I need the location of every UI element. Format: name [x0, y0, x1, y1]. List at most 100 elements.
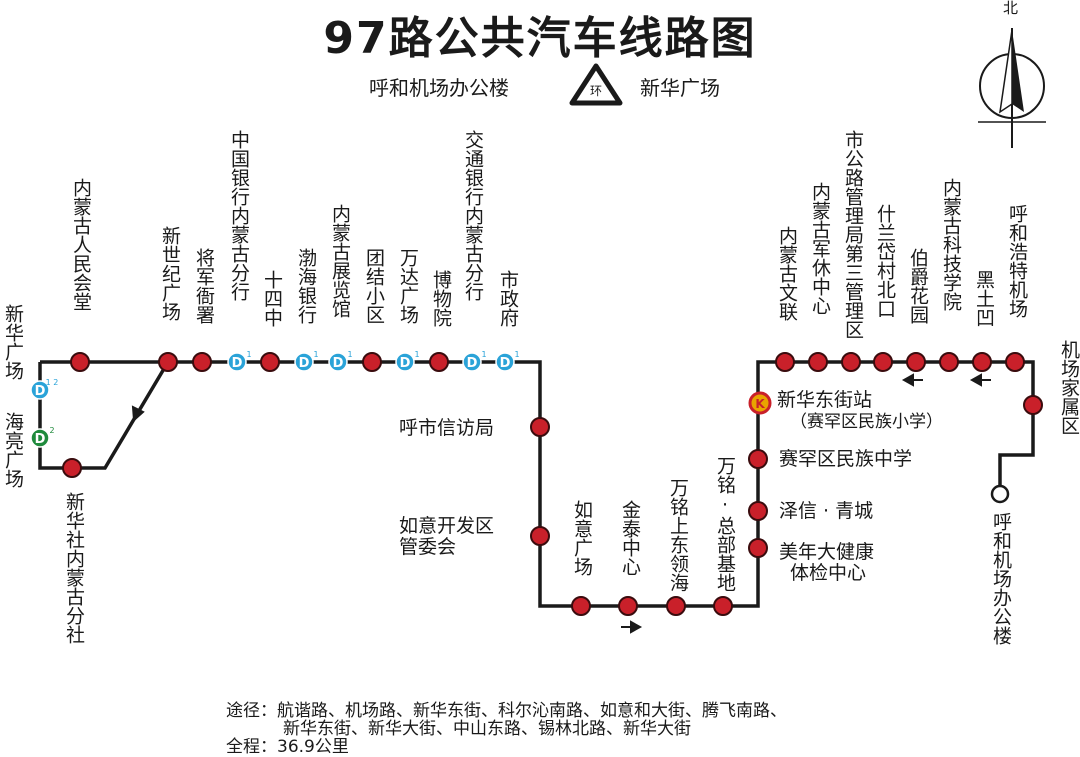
station-label: 团结小区 [363, 248, 385, 324]
station-label: 呼市信访局 [399, 417, 495, 439]
station-marker [62, 458, 82, 478]
metro-letter: D [232, 356, 243, 371]
metro-letter: D [467, 356, 478, 371]
station-marker [873, 352, 893, 372]
station-marker [530, 526, 550, 546]
station-label: 内蒙古科技学院 [940, 178, 962, 311]
metro-line-number: 2 [49, 426, 54, 435]
station-label: 什兰岱村北口 [874, 204, 896, 318]
station-marker [748, 538, 768, 558]
station-label: 万铭·总部基地 [714, 456, 736, 592]
kiosk-letter: K [755, 397, 765, 411]
station-label: 新华社内蒙古分社 [63, 492, 85, 644]
metro-line-number: 1 [481, 350, 486, 359]
station-label: 将军衙署 [193, 248, 215, 324]
station-label: 渤海银行 [295, 248, 317, 324]
route-via-line1: 航谐路、机场路、新华东街、科尔沁南路、如意和大街、腾飞南路、 [277, 701, 787, 721]
loop-icon: 环 [569, 63, 623, 106]
station-label: 机场家属区 [1058, 340, 1080, 435]
metro-transfer-icon: D1 [227, 350, 252, 372]
station-marker [775, 352, 795, 372]
station-label: 如意广场 [571, 500, 593, 576]
station-marker [939, 352, 959, 372]
route-via-label: 途径： [226, 701, 277, 721]
route-via: 途径：航谐路、机场路、新华东街、科尔沁南路、如意和大街、腾飞南路、 [226, 701, 787, 721]
station-label: 美年大健康 [779, 541, 875, 563]
metro-transfer-icon: D1 2 [30, 378, 59, 400]
station-label: 十四中 [261, 270, 283, 327]
station-marker [530, 417, 550, 437]
metro-letter: D [333, 356, 344, 371]
terminal-b-label: 新华广场 [640, 76, 720, 100]
metro-transfer-icon: D1 [395, 350, 420, 372]
station-label: 呼和浩特机场 [1006, 204, 1028, 318]
station-label: 内蒙古文联 [776, 226, 798, 321]
compass-north-label: 北 [1003, 0, 1019, 17]
loop-symbol: 环 [590, 84, 602, 98]
station-marker [158, 352, 178, 372]
station-label: 万铭上东领海 [667, 478, 689, 592]
station-label: 管委会 [399, 536, 457, 558]
terminal-marker [990, 484, 1010, 504]
route-line [40, 360, 1035, 608]
metro-letter: D [500, 356, 511, 371]
station-label: 市公路管理局第三管理区 [842, 130, 864, 339]
direction-arrow [969, 373, 991, 387]
metro-line-number: 1 [246, 350, 251, 359]
station-label: 泽信 · 青城 [779, 500, 874, 522]
station-marker [748, 449, 768, 469]
station-label: 伯爵花园 [907, 248, 929, 324]
station-label: 赛罕区民族中学 [779, 448, 913, 470]
metro-transfer-icon: D2 [30, 426, 55, 448]
station-label: 新华广场 [2, 304, 24, 380]
direction-arrow [621, 620, 643, 634]
map-title: 97路公共汽车线路图 [323, 13, 757, 64]
metro-line-number: 1 [414, 350, 419, 359]
metro-transfer-icon: D1 [462, 350, 487, 372]
station-marker [618, 596, 638, 616]
direction-arrow [901, 373, 923, 387]
station-label: 内蒙古展览馆 [329, 204, 351, 318]
route-length: 全程：36.9公里 [226, 737, 349, 757]
metro-line-number: 1 [347, 350, 352, 359]
metro-transfer-icon: D1 [328, 350, 353, 372]
station-label: 中国银行内蒙古分行 [228, 130, 250, 301]
station-marker [70, 352, 90, 372]
station-marker [906, 352, 926, 372]
station-label: （赛罕区民族小学） [790, 412, 943, 432]
station-marker [362, 352, 382, 372]
station-label: 呼和机场办公楼 [990, 512, 1012, 645]
metro-letter: D [35, 384, 46, 399]
station-marker [841, 352, 861, 372]
station-marker [713, 596, 733, 616]
station-label: 金泰中心 [619, 500, 641, 576]
metro-line-number: 1 2 [46, 378, 59, 387]
metro-letter: D [35, 432, 46, 447]
station-label: 体检中心 [790, 562, 867, 584]
station-label: 市政府 [497, 270, 519, 327]
transfer-hub-icon: K [748, 391, 772, 415]
metro-line-number: 1 [514, 350, 519, 359]
station-label: 内蒙古军休中心 [809, 182, 831, 315]
direction-arrow [131, 382, 156, 423]
station-label: 内蒙古人民会堂 [70, 178, 92, 311]
station-marker [666, 596, 686, 616]
station-label: 如意开发区 [399, 515, 495, 537]
north-compass-icon [978, 28, 1046, 148]
station-marker [972, 352, 992, 372]
station-marker [571, 596, 591, 616]
station-marker [808, 352, 828, 372]
station-marker [1005, 352, 1025, 372]
station-marker [1023, 395, 1043, 415]
station-marker [192, 352, 212, 372]
station-label: 新华东街站 [777, 389, 873, 411]
station-label: 黑土凹 [973, 270, 995, 327]
route-via-line2: 新华东街、新华大街、中山东路、锡林北路、新华大街 [283, 719, 691, 739]
metro-letter: D [400, 356, 411, 371]
station-marker [260, 352, 280, 372]
metro-transfer-icon: D1 [294, 350, 319, 372]
station-label: 万达广场 [397, 248, 419, 324]
station-label: 海亮广场 [2, 412, 24, 488]
metro-letter: D [299, 356, 310, 371]
